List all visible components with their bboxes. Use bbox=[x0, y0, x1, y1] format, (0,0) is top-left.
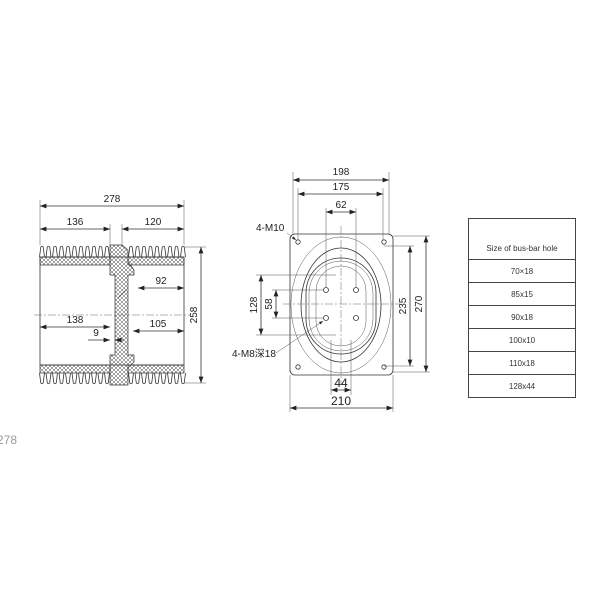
fin bbox=[141, 372, 147, 385]
fin bbox=[97, 372, 104, 385]
fin bbox=[167, 372, 173, 385]
fin bbox=[128, 372, 134, 385]
fin bbox=[71, 372, 78, 385]
fin bbox=[52, 372, 58, 385]
fin bbox=[65, 372, 71, 385]
fin bbox=[84, 245, 91, 258]
dim-62: 62 bbox=[335, 200, 347, 211]
fin bbox=[84, 372, 91, 385]
fin bbox=[78, 245, 84, 258]
fin bbox=[104, 245, 110, 258]
table-row: 128x44 bbox=[468, 374, 576, 398]
fin bbox=[58, 372, 65, 385]
busbar-size-table: Size of bus-bar hole 70×18 85x15 90x18 1… bbox=[468, 218, 576, 398]
table-header: Size of bus-bar hole bbox=[468, 218, 576, 260]
dim-270: 270 bbox=[414, 295, 425, 312]
label-4-m10: 4-M10 bbox=[256, 223, 285, 234]
dim-120: 120 bbox=[145, 217, 162, 228]
fin bbox=[134, 372, 141, 385]
fin bbox=[141, 245, 147, 258]
fin bbox=[104, 372, 110, 385]
right-wall-bottom bbox=[127, 364, 185, 374]
table-row: 100x10 bbox=[468, 328, 576, 352]
table-row: 90x18 bbox=[468, 305, 576, 329]
dim-128: 128 bbox=[249, 296, 260, 313]
dim-105: 105 bbox=[150, 319, 167, 330]
fin bbox=[71, 245, 78, 258]
fin bbox=[45, 372, 52, 385]
dim-136: 136 bbox=[67, 217, 84, 228]
dim-210: 210 bbox=[331, 394, 351, 408]
top-fins bbox=[39, 245, 186, 258]
fin bbox=[147, 245, 154, 258]
table-row: 70×18 bbox=[468, 259, 576, 283]
fin bbox=[91, 372, 97, 385]
fin bbox=[91, 245, 97, 258]
fin bbox=[154, 245, 160, 258]
fin bbox=[173, 245, 180, 258]
mounting-plate bbox=[289, 233, 394, 376]
fin bbox=[173, 372, 180, 385]
dim-92: 92 bbox=[155, 276, 167, 287]
table-row: 110x18 bbox=[468, 351, 576, 375]
left-wall-top bbox=[39, 256, 111, 266]
fin bbox=[45, 245, 52, 258]
dim-9: 9 bbox=[93, 328, 99, 339]
bottom-fins bbox=[39, 372, 186, 385]
fin bbox=[52, 245, 58, 258]
fin bbox=[167, 245, 173, 258]
fin bbox=[134, 245, 141, 258]
fin bbox=[58, 245, 65, 258]
dim-58: 58 bbox=[264, 298, 275, 310]
fin bbox=[78, 372, 84, 385]
dim-175: 175 bbox=[333, 182, 350, 193]
fin bbox=[128, 245, 134, 258]
side-view: 278 136 120 258 92 138 9 105 bbox=[34, 194, 206, 386]
dim-235: 235 bbox=[398, 297, 409, 314]
ghost-text: 278 bbox=[0, 433, 18, 447]
front-view: 198 175 62 235 270 128 58 44 210 4-M10 4… bbox=[232, 167, 430, 412]
label-4-m8: 4-M8深18 bbox=[232, 348, 276, 360]
fin bbox=[39, 245, 45, 258]
fin bbox=[160, 372, 167, 385]
fin bbox=[180, 245, 186, 258]
fin bbox=[65, 245, 71, 258]
table-row: 85x15 bbox=[468, 282, 576, 306]
dim-258: 258 bbox=[189, 306, 200, 323]
right-wall-top bbox=[127, 256, 185, 266]
fin bbox=[160, 245, 167, 258]
fin bbox=[154, 372, 160, 385]
dim-44: 44 bbox=[334, 376, 348, 390]
dim-198: 198 bbox=[333, 167, 350, 178]
fin bbox=[180, 372, 186, 385]
fin bbox=[147, 372, 154, 385]
dim-138: 138 bbox=[67, 315, 84, 326]
dim-278: 278 bbox=[104, 194, 121, 205]
left-wall-bottom bbox=[39, 364, 111, 374]
fin bbox=[97, 245, 104, 258]
fin bbox=[39, 372, 45, 385]
